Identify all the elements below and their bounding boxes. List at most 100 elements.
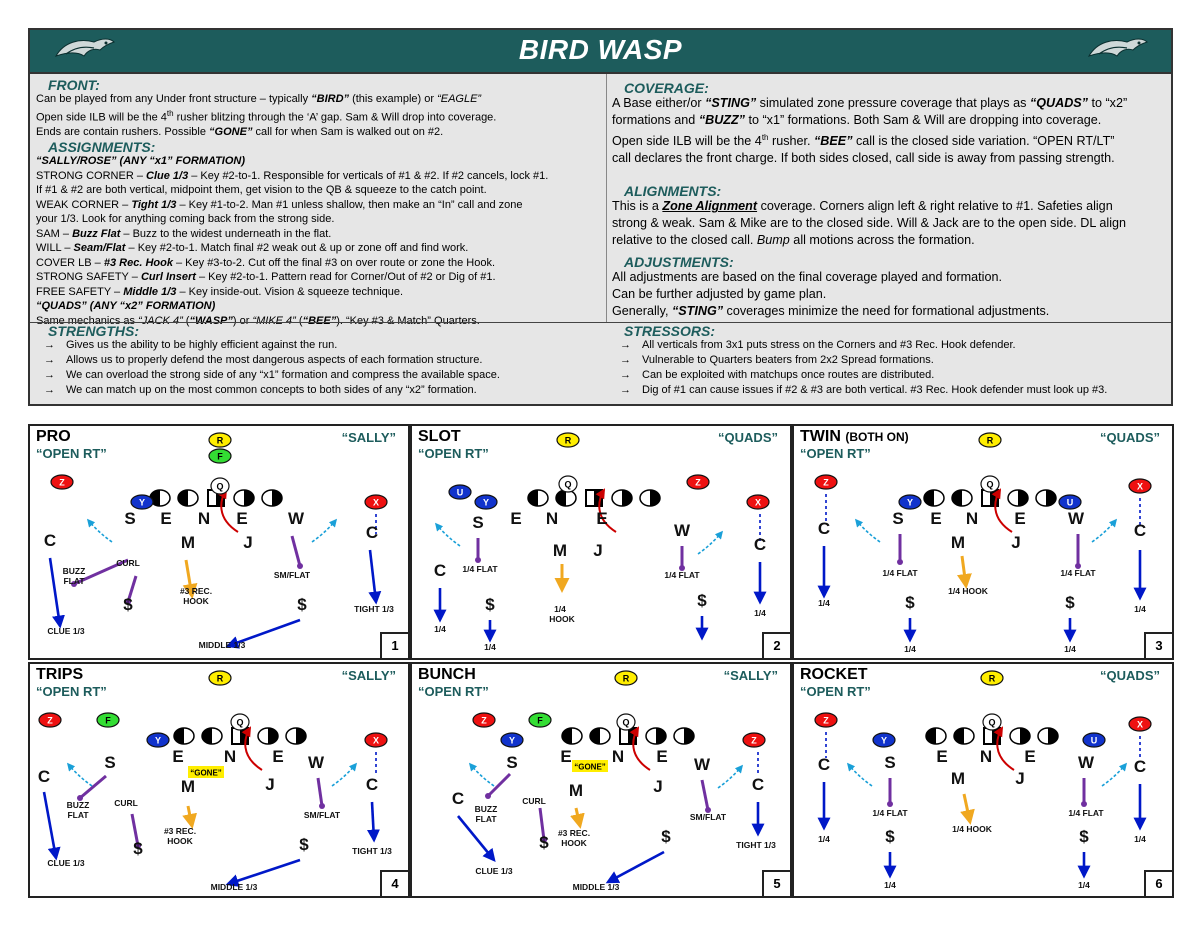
text-line: WEAK CORNER – Tight 1/3 – Key #1-to-2. M… (36, 198, 523, 211)
receiver-marker: X (364, 494, 388, 510)
text-line: If #1 & #2 are both vertical, midpoint t… (36, 184, 487, 197)
defender-label: E (656, 747, 667, 766)
left-column: FRONT: Can be played from any Under fron… (30, 74, 606, 404)
svg-text:Z: Z (695, 478, 701, 488)
text-line: “QUADS” (ANY “x2” FORMATION) (36, 300, 216, 313)
offensive-lineman (561, 727, 583, 745)
defender-label: $ (123, 595, 133, 614)
svg-text:Q: Q (216, 482, 223, 492)
receiver-marker: Y (474, 494, 498, 510)
svg-text:Q: Q (236, 718, 243, 728)
svg-text:Q: Q (988, 718, 995, 728)
assignment-label: 1/4 HOOK (948, 586, 989, 596)
svg-text:R: R (217, 674, 224, 684)
list-item: →All verticals from 3x1 puts stress on t… (620, 339, 1016, 351)
drop-point (475, 557, 481, 563)
assignment-label: BUZZ (475, 804, 498, 814)
stressors-list: →All verticals from 3x1 puts stress on t… (612, 338, 1172, 398)
arrow-bullet-icon: → (44, 339, 55, 351)
receiver-marker: F (96, 712, 120, 728)
receiver-marker: R (556, 432, 580, 448)
arrow-bullet-icon: → (620, 384, 631, 396)
svg-text:R: R (217, 436, 224, 446)
defender-label: $ (1079, 827, 1089, 846)
defender-label: $ (299, 835, 309, 854)
svg-text:“GONE”: “GONE” (574, 763, 606, 772)
blitz-route (629, 726, 651, 771)
assignment-label: TIGHT 1/3 (352, 846, 392, 856)
text-line: WILL – Seam/Flat – Key #2-to-1. Match fi… (36, 242, 469, 255)
coverage-drop (960, 793, 975, 825)
assignment-label: CLUE 1/3 (47, 858, 85, 868)
defender-label: J (593, 541, 602, 560)
text-line: A Base either/or “STING” simulated zone … (612, 96, 1128, 110)
coverage-drop (126, 575, 138, 603)
assignment-label: 1/4 HOOK (952, 824, 993, 834)
assignment-label: 1/4 (1064, 644, 1076, 654)
assignment-label: 1/4 (484, 642, 496, 652)
offensive-lineman (611, 489, 633, 507)
receiver-marker: Q (980, 475, 1000, 493)
gone-tag (572, 760, 608, 772)
svg-text:F: F (217, 452, 223, 462)
assignment-label: 1/4 (1134, 834, 1146, 844)
list-item: →Vulnerable to Quarters beaters from 2x2… (620, 354, 934, 366)
right-column: COVERAGE: A Base either/or “STING” simul… (606, 74, 1171, 404)
svg-text:Z: Z (59, 478, 65, 488)
formation-title: BUNCH (418, 666, 476, 683)
defender-label: S (884, 753, 895, 772)
read-arrow (311, 518, 338, 543)
assignment-label: FLAT (63, 576, 85, 586)
defender-label: $ (885, 827, 895, 846)
receiver-marker: R (980, 670, 1004, 686)
section-divider (30, 322, 1171, 323)
svg-text:Y: Y (483, 498, 489, 508)
assignment-label: BUZZ (63, 566, 86, 576)
defender-label: M (553, 541, 567, 560)
offensive-lineman (173, 727, 195, 745)
coverage-drop (79, 774, 107, 800)
defender-label: M (181, 533, 195, 552)
coverage-drop (182, 559, 198, 599)
defender-label: J (265, 775, 274, 794)
assignment-label: BUZZ (67, 800, 90, 810)
receiver-marker: R (208, 432, 232, 448)
defender-label: M (951, 533, 965, 552)
coverage-call: “SALLY” (341, 668, 396, 683)
defender-label: W (308, 753, 325, 772)
formation-title: TWIN (BOTH ON) (800, 428, 909, 445)
list-item: →Dig of #1 can cause issues if #2 & #3 a… (620, 384, 1108, 396)
stressors-heading: STRESSORS: (624, 323, 716, 339)
text-line: STRONG SAFETY – Curl Insert – Key #2-to-… (36, 271, 496, 284)
assignment-label: 1/4 FLAT (872, 808, 908, 818)
assignment-label: 1/4 (884, 880, 896, 890)
coverage-drop (225, 858, 301, 887)
receiver-marker: F (528, 712, 552, 728)
coverage-call: “QUADS” (1100, 430, 1160, 445)
receiver-marker: R (978, 432, 1002, 448)
receiver-marker: X (364, 732, 388, 748)
offensive-lineman (527, 489, 549, 507)
coverage-drop (456, 815, 496, 863)
defender-label: $ (661, 827, 671, 846)
coverage-drop (290, 535, 302, 567)
defender-label: C (818, 755, 830, 774)
defender-label: C (38, 767, 50, 786)
assignment-label: HOOK (167, 836, 193, 846)
coverage-drop (48, 557, 65, 629)
drop-point (71, 581, 77, 587)
text-line: strong & weak. Sam & Mike are to the clo… (612, 216, 1127, 231)
text-line: “SALLY/ROSE” (ANY “x1” FORMATION) (36, 155, 246, 168)
defender-label: C (44, 531, 56, 550)
adjustments-body: All adjustments are based on the final c… (612, 269, 1163, 320)
defender-label: S (892, 509, 903, 528)
diagram-number: 6 (1144, 870, 1172, 896)
read-arrow (854, 518, 881, 543)
assignment-label: 1/4 FLAT (664, 570, 700, 580)
assignment-label: CURL (114, 798, 138, 808)
svg-text:R: R (989, 674, 996, 684)
svg-text:Q: Q (564, 480, 571, 490)
